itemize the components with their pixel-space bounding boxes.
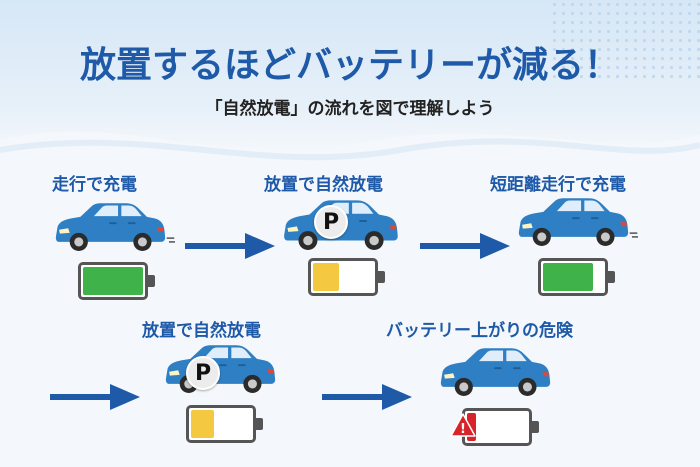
step-4-label: 放置で自然放電 — [142, 321, 261, 341]
step-1-label: 走行で充電 — [52, 175, 137, 195]
parked-car-icon — [165, 345, 276, 393]
car-icon — [55, 203, 175, 251]
arrow-right-icon — [420, 233, 510, 259]
car-icon — [518, 198, 638, 246]
arrow-right-icon — [185, 233, 275, 259]
arrow-right-icon — [50, 384, 140, 410]
battery-icon-full — [78, 262, 155, 300]
battery-icon-high — [538, 258, 615, 296]
battery-icon-low — [186, 405, 263, 443]
arrow-right-icon — [322, 384, 412, 410]
battery-icon-low — [308, 258, 385, 296]
car-icon — [440, 348, 551, 396]
page-subtitle: 「自然放電」の流れを図で理解しよう — [205, 99, 495, 119]
step-2-label: 放置で自然放電 — [264, 175, 383, 195]
warning-icon: ! — [450, 413, 476, 437]
step-5-label: バッテリー上がりの危険 — [386, 321, 573, 341]
step-3-label: 短距離走行で充電 — [490, 175, 626, 195]
warning-mark: ! — [460, 422, 466, 437]
parking-badge-icon: P — [314, 205, 348, 239]
page-title: 放置するほどバッテリーが減る！ — [79, 45, 620, 86]
parking-badge-icon: P — [186, 356, 220, 390]
decorative-dots — [550, 0, 700, 80]
header-wave — [0, 131, 700, 175]
